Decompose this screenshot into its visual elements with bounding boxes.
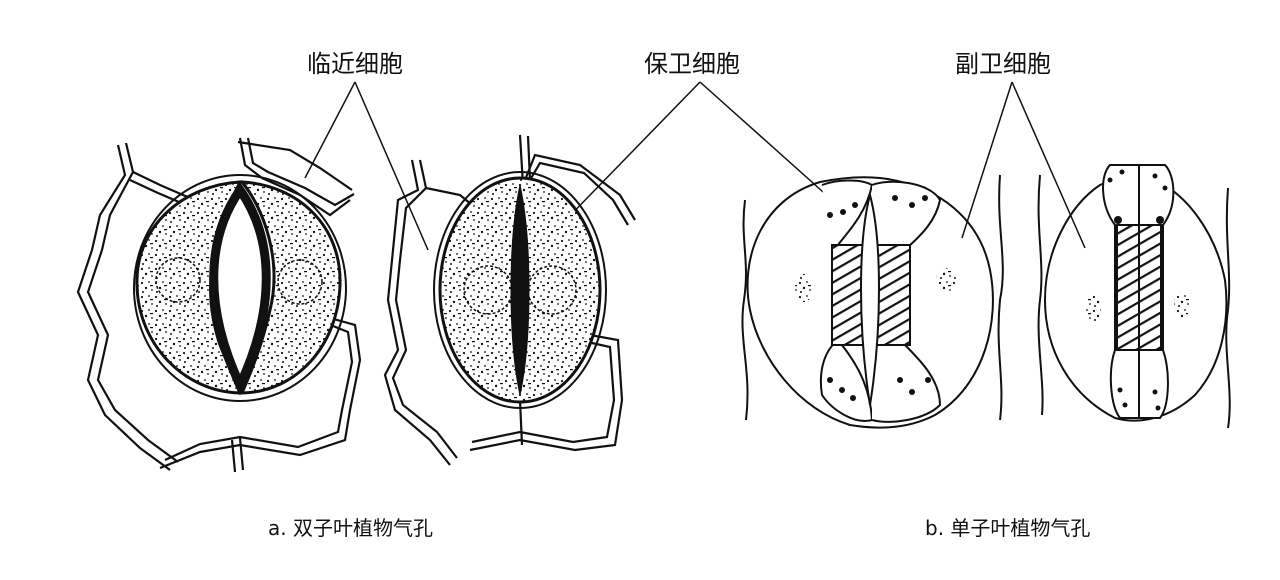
leader-lines [304,81,1086,251]
label-guard-cell: 保卫细胞 [644,50,740,78]
dicot-stoma-open [76,137,362,473]
monocot-stoma-closed [1037,164,1231,429]
dicot-stoma-closed [383,134,636,466]
monocot-stoma-open [741,174,1004,429]
label-neighbor-cell: 临近细胞 [307,50,403,78]
label-subsidiary-cell: 副卫细胞 [955,50,1051,78]
caption-dicot: a. 双子叶植物气孔 [268,516,433,540]
caption-monocot: b. 单子叶植物气孔 [925,516,1091,540]
